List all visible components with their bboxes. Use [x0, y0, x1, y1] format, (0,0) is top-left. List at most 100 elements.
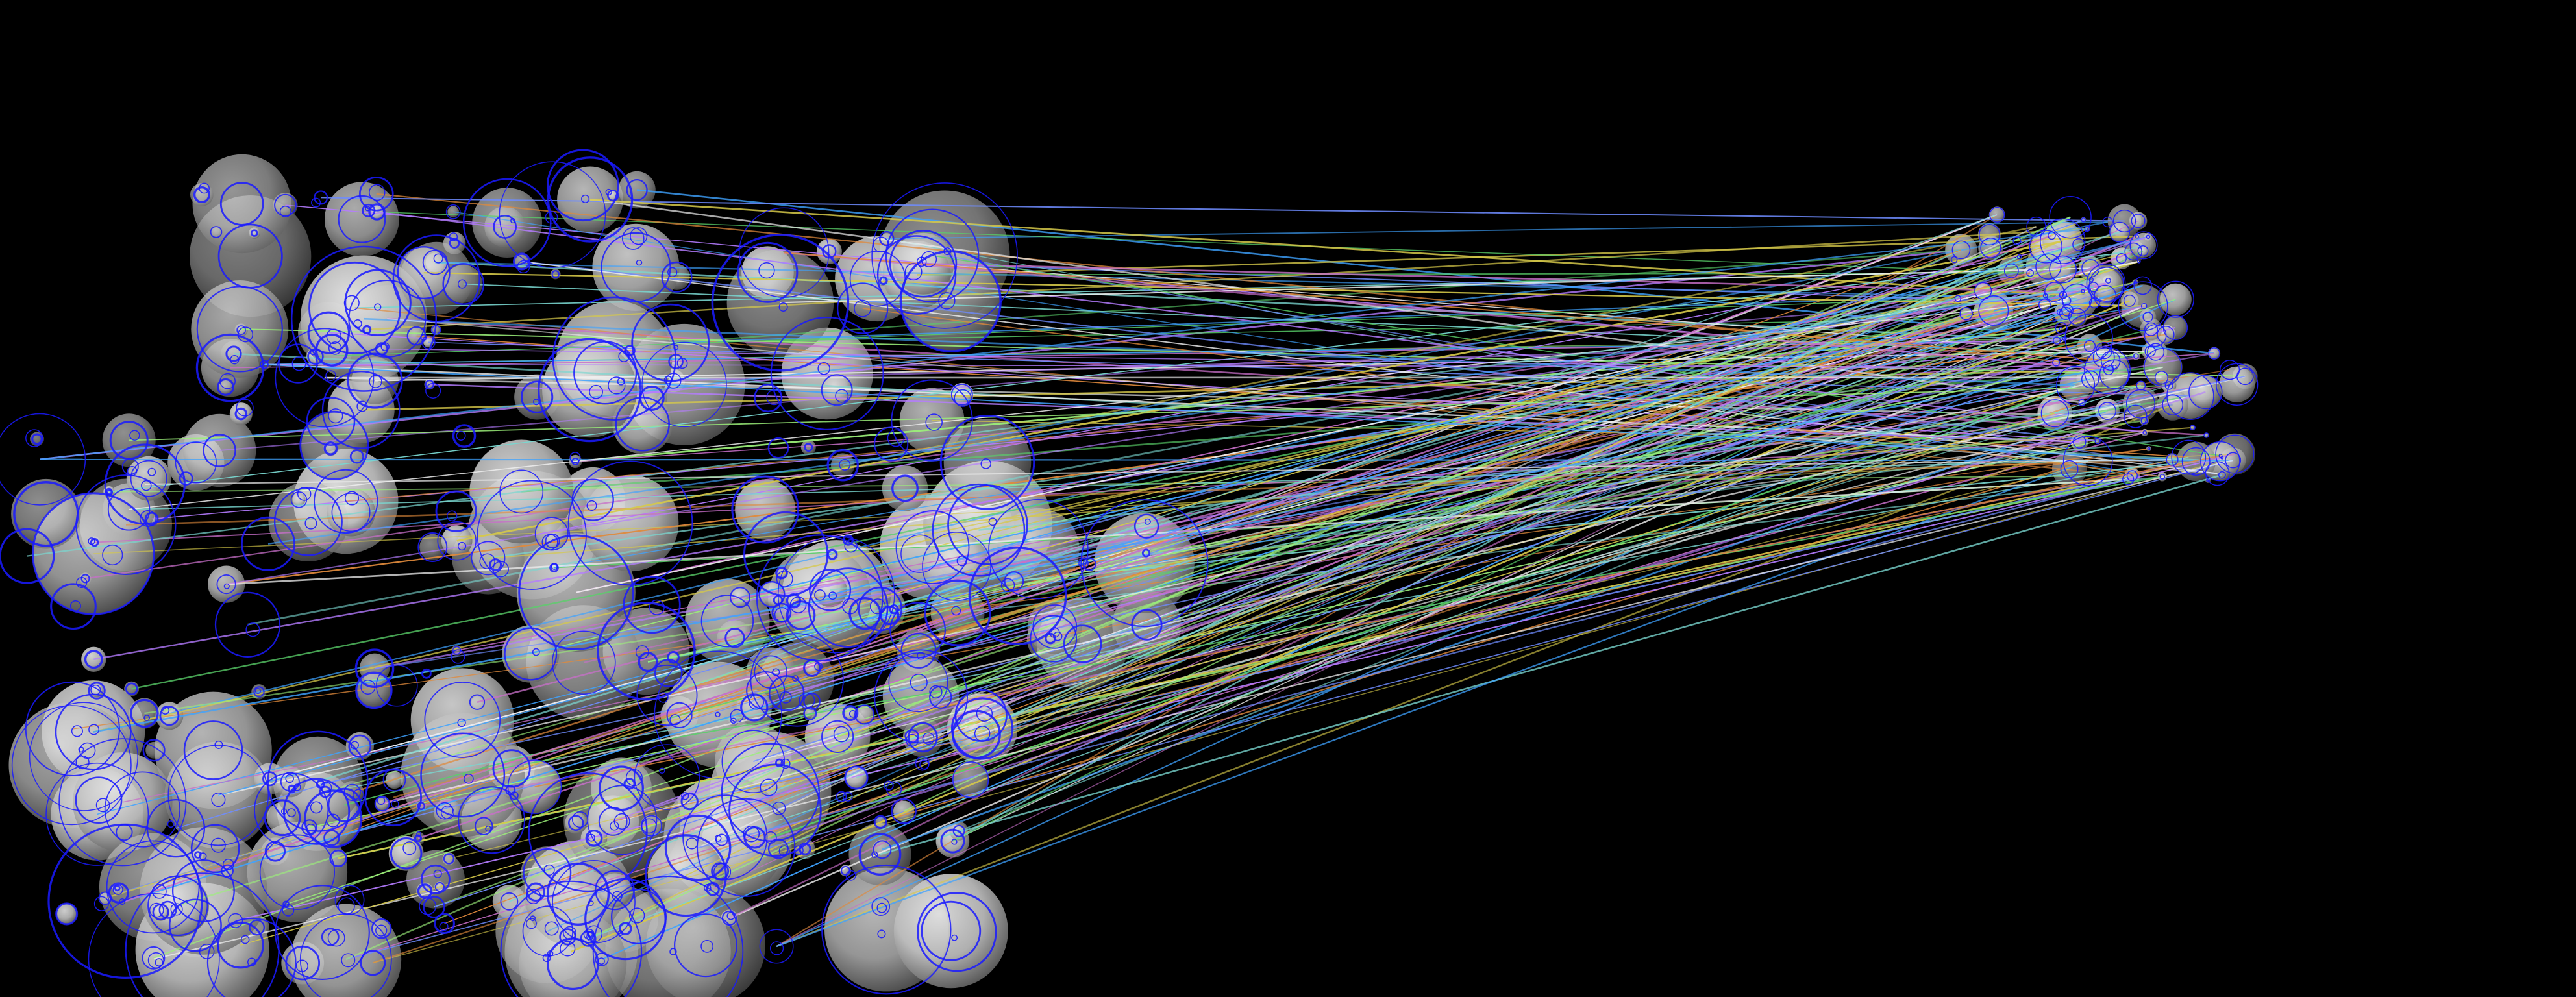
keypoint-circle — [457, 718, 466, 728]
keypoint-circle — [673, 913, 737, 978]
keypoint-circle — [2200, 441, 2240, 482]
keypoint-circle — [891, 379, 973, 462]
keypoint-circle — [93, 896, 109, 911]
keypoint-circle — [382, 768, 406, 792]
feature-blob — [726, 249, 834, 356]
keypoint-circle — [492, 749, 531, 788]
keypoint-circle — [2123, 294, 2136, 307]
match-line — [673, 338, 2089, 382]
keypoint-circle — [2052, 358, 2061, 367]
match-line — [108, 251, 2134, 493]
keypoint-circle — [301, 819, 318, 836]
keypoint-circle — [803, 692, 821, 710]
match-line — [435, 262, 2077, 300]
keypoint-circle — [1974, 282, 1992, 300]
keypoint-circle — [456, 430, 466, 441]
keypoint-circle — [2038, 299, 2051, 311]
keypoint-circle — [629, 907, 645, 924]
keypoint-circle — [2166, 453, 2179, 466]
keypoint-circle — [721, 743, 820, 842]
keypoint-circle — [2133, 353, 2139, 359]
keypoint-circle — [155, 958, 164, 967]
keypoint-circle — [836, 791, 847, 802]
keypoint-circle — [458, 786, 526, 854]
keypoint-circle — [775, 566, 788, 580]
match-line — [218, 366, 2163, 796]
keypoint-circle — [759, 929, 794, 964]
keypoint-circle — [2103, 364, 2114, 375]
keypoint-circle — [278, 343, 318, 384]
keypoint-circle — [299, 913, 392, 997]
keypoint-circle — [328, 341, 342, 355]
keypoint-circle — [390, 837, 423, 870]
keypoint-circle — [724, 628, 745, 648]
match-line — [752, 350, 2105, 763]
keypoint-circle — [391, 800, 399, 808]
keypoint-circle — [669, 948, 677, 955]
keypoint-circle — [714, 835, 722, 842]
keypoint-circle — [323, 830, 340, 846]
keypoint-circle — [375, 342, 389, 356]
keypoint-circle — [2059, 326, 2063, 331]
keypoint-circle — [420, 732, 506, 818]
match-line — [932, 255, 2221, 456]
keypoint-circle — [778, 302, 788, 312]
keypoint-circle — [234, 407, 248, 421]
keypoint-circle — [2147, 343, 2165, 361]
keypoint-circle — [740, 693, 769, 722]
feature-blob — [419, 534, 446, 561]
keypoint-circle — [345, 491, 360, 506]
keypoint-circle — [776, 570, 793, 587]
keypoint-circle — [2133, 276, 2152, 295]
keypoint-circle — [617, 929, 624, 936]
keypoint-circle — [327, 929, 345, 947]
match-line — [689, 474, 2133, 802]
match-line — [667, 214, 1998, 696]
keypoint-circle — [869, 598, 886, 615]
keypoint-circle — [2099, 359, 2129, 389]
keypoint-circle — [951, 839, 958, 845]
keypoint-circle — [223, 583, 230, 589]
keypoint-circle — [2088, 282, 2099, 293]
match-line — [776, 460, 2088, 948]
feature-blob — [401, 713, 525, 837]
keypoint-circle — [749, 694, 764, 710]
keypoint-circle — [219, 182, 264, 226]
match-line — [429, 384, 2080, 443]
match-line — [40, 228, 2088, 460]
match-line — [932, 251, 2134, 548]
keypoint-circle — [681, 792, 689, 800]
keypoint-circle — [327, 787, 362, 822]
match-line — [819, 243, 2079, 599]
match-line — [382, 348, 2108, 371]
keypoint-circle — [520, 380, 554, 413]
keypoint-circle — [585, 830, 603, 847]
keypoint-circle — [374, 796, 390, 812]
keypoint-circle — [326, 813, 340, 828]
keypoint-circle — [766, 389, 782, 406]
match-line — [309, 440, 2098, 828]
keypoint-circle — [88, 682, 106, 700]
keypoint-circle — [538, 338, 642, 443]
keypoint-circle — [31, 433, 43, 445]
keypoint-circle — [499, 469, 544, 514]
keypoint-circle — [1978, 295, 2009, 326]
match-line — [976, 228, 2088, 735]
match-line — [842, 221, 2108, 466]
keypoint-circle — [976, 705, 993, 722]
keypoint-circle — [2026, 269, 2034, 277]
keypoint-circle — [125, 872, 280, 997]
keypoint-circle — [11, 705, 132, 826]
keypoint-circle — [423, 896, 445, 918]
keypoint-circle — [586, 500, 597, 511]
match-line — [1146, 410, 2108, 554]
keypoint-circle — [889, 604, 899, 615]
keypoint-circle — [297, 487, 312, 501]
keypoint-circle — [589, 384, 603, 399]
keypoint-circle — [2078, 399, 2086, 406]
keypoint-circle — [773, 595, 784, 606]
keypoint-circle — [221, 864, 234, 878]
match-line — [1013, 460, 2196, 582]
match-line — [880, 474, 2223, 855]
feature-blob — [56, 903, 77, 925]
